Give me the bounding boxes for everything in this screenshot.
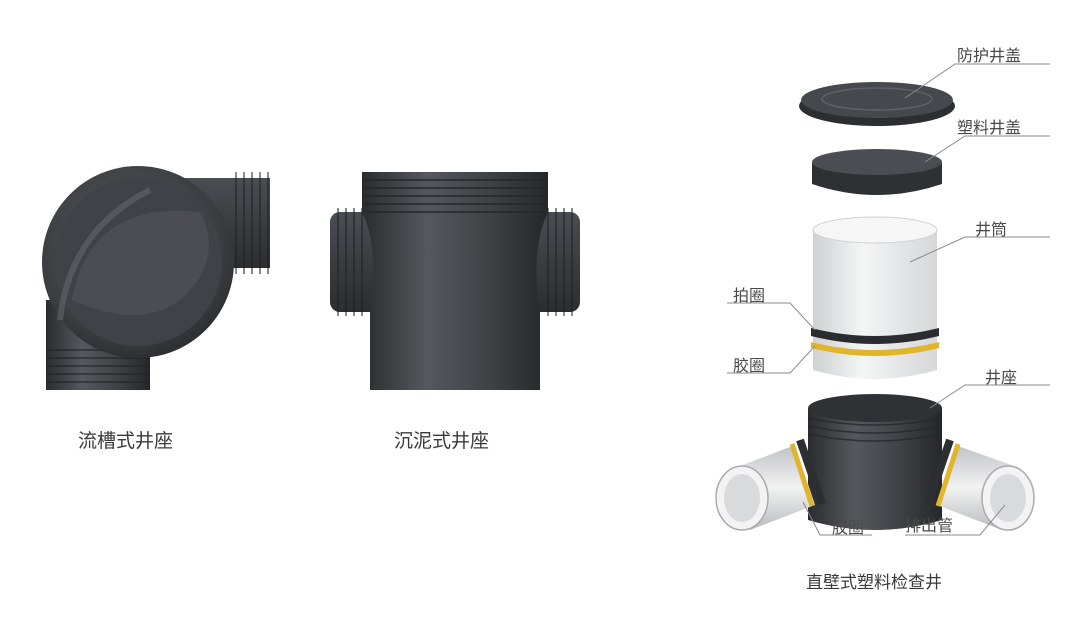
caption-assembly: 直壁式塑料检查井 bbox=[806, 573, 942, 593]
assembly-illustration bbox=[715, 82, 1035, 531]
leader-drain-pipe bbox=[905, 504, 1006, 536]
leader-clamp-ring bbox=[727, 302, 816, 331]
flow-channel-base-illustration bbox=[42, 166, 270, 390]
leader-base bbox=[929, 384, 1050, 409]
leader-plastic-cover bbox=[924, 135, 1050, 163]
label-rubber-ring-top: 胶圈 bbox=[733, 356, 766, 375]
caption-sediment-base: 沉泥式井座 bbox=[394, 430, 490, 452]
label-base: 井座 bbox=[985, 368, 1018, 387]
leader-rubber-ring-top bbox=[727, 345, 816, 374]
leader-shaft bbox=[909, 236, 1050, 263]
leader-protective-cover bbox=[904, 63, 1050, 99]
label-protective-cover: 防护井盖 bbox=[957, 46, 1022, 65]
label-shaft: 井筒 bbox=[975, 220, 1008, 239]
leader-lines bbox=[727, 63, 1050, 536]
label-plastic-cover: 塑料井盖 bbox=[957, 118, 1022, 137]
leader-rubber-ring-bottom bbox=[802, 501, 872, 536]
label-clamp-ring: 拍圈 bbox=[733, 286, 766, 305]
label-rubber-ring-bottom: 胶圈 bbox=[832, 518, 865, 537]
caption-flow-channel-base: 流槽式井座 bbox=[78, 430, 174, 452]
label-drain-pipe: 排出管 bbox=[905, 516, 954, 535]
sediment-base-illustration bbox=[330, 172, 580, 390]
